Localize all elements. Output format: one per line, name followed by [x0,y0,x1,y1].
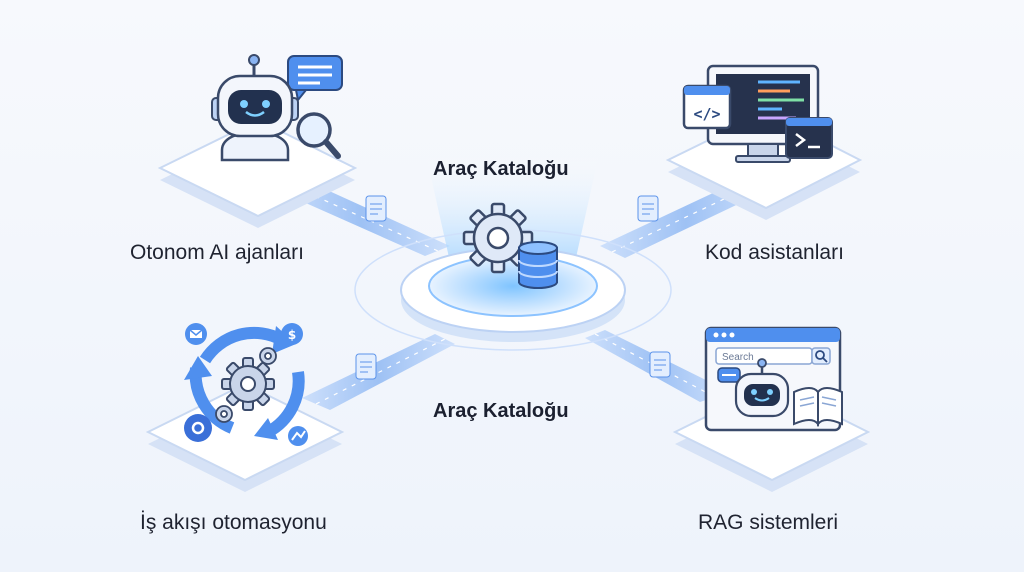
node-label-agents: Otonom AI ajanları [130,241,304,264]
doc-card-icon [365,195,387,222]
center-title-top: Araç Kataloğu [433,158,569,180]
rag-search-placeholder: Search [722,352,754,363]
connectors [272,178,772,410]
node-label-rag: RAG sistemleri [698,511,839,534]
svg-text:</>: </> [693,105,720,123]
center-title-bottom: Araç Kataloğu [433,400,569,422]
catalog-hub [354,202,672,351]
doc-card-icon [649,351,671,378]
node-label-workflow: İş akışı otomasyonu [140,511,327,534]
gear-database-icon [462,202,558,289]
search-robot-book-icon: Search [704,326,843,432]
workflow-cycle-gears-icon: $ [184,323,308,446]
node-label-code: Kod asistanları [705,241,844,264]
monitor-code-terminal-icon: </> [682,64,833,163]
doc-card-icon [637,195,659,222]
doc-card-icon [355,353,377,380]
robot-magnifier-chat-icon [211,54,343,162]
svg-text:$: $ [288,328,296,342]
